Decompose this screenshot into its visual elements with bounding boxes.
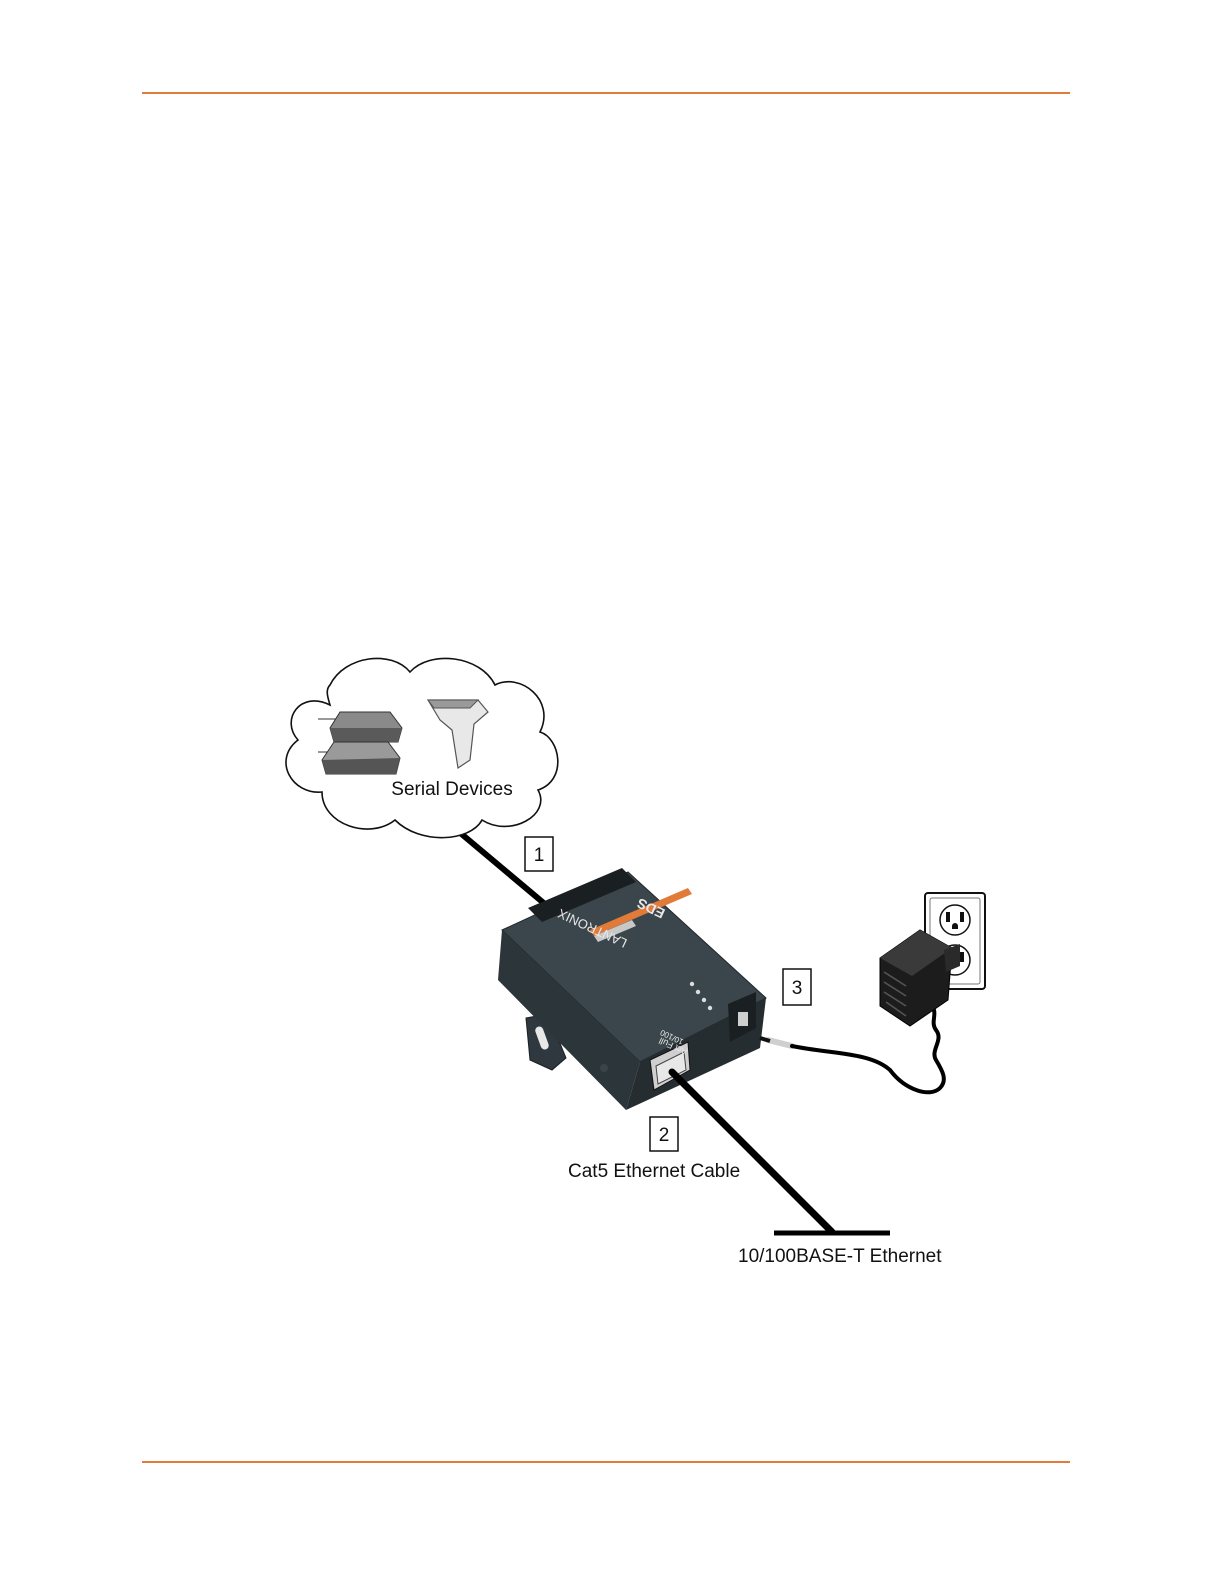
callout-3-number: 3 [792, 978, 803, 999]
cable-label: Cat5 Ethernet Cable [568, 1161, 740, 1182]
ethernet-cable [672, 1072, 832, 1232]
footer-rule [142, 1461, 1070, 1463]
callout-3: 3 [783, 969, 811, 1005]
callout-2: 2 [650, 1117, 678, 1151]
cloud-label: Serial Devices [391, 779, 512, 800]
callout-1-number: 1 [534, 845, 545, 866]
device-server: LANTRONIX EDS 10/100 Act Full [498, 868, 766, 1110]
callout-1: 1 [525, 837, 553, 871]
network-label: 10/100BASE-T Ethernet [738, 1246, 942, 1267]
serial-devices-cloud [286, 658, 558, 837]
callout-2-number: 2 [659, 1125, 670, 1146]
